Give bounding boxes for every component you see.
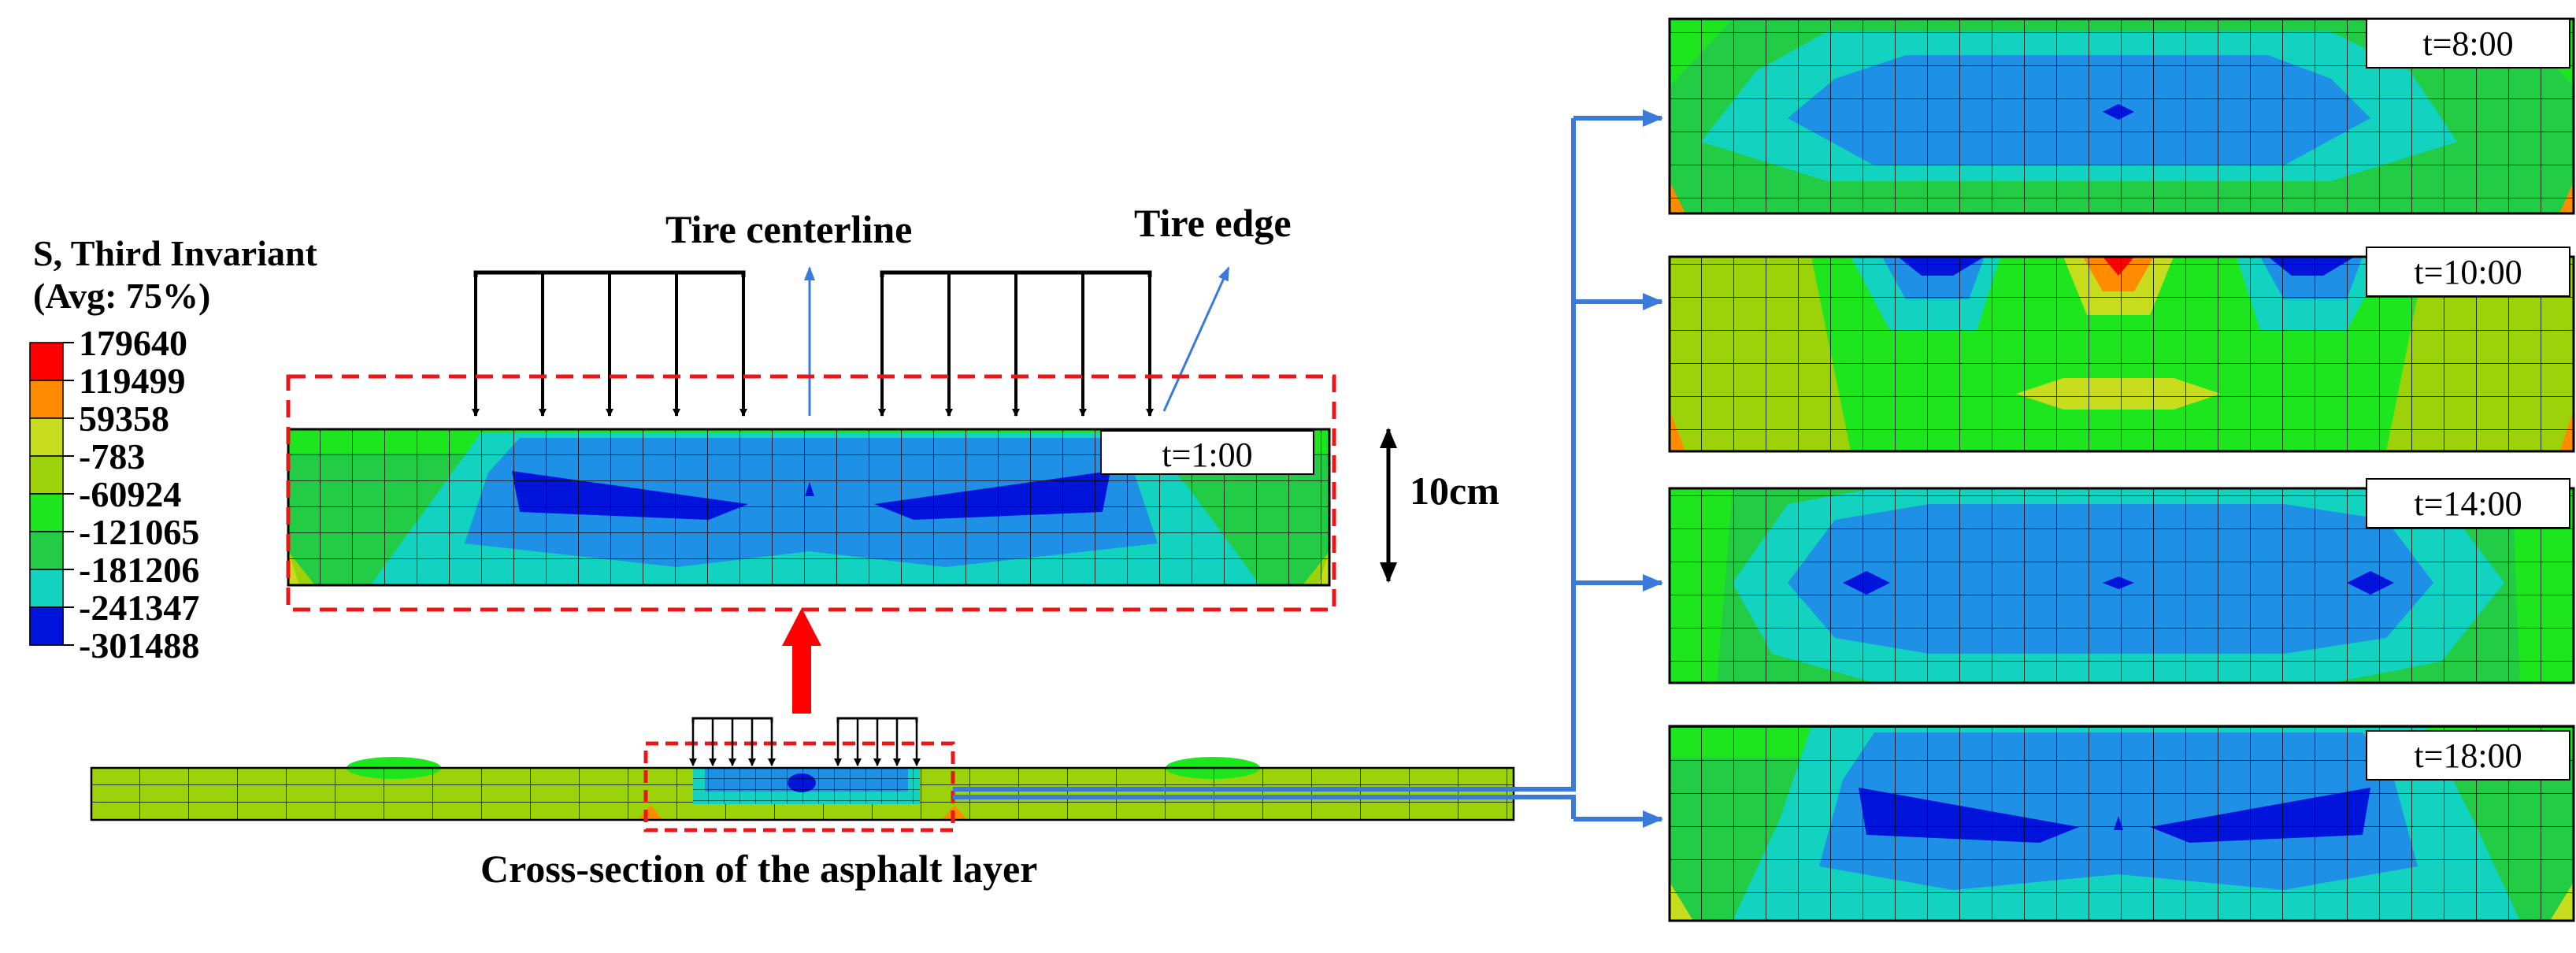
legend-swatch — [29, 455, 64, 495]
legend-title: S, Third Invariant — [33, 233, 318, 273]
contour-panel-t8: t=8:00 — [1668, 17, 2575, 215]
main-contour-panel: t=1:00 — [287, 428, 1331, 587]
legend-swatch — [29, 417, 64, 457]
connector-lines — [953, 109, 1663, 828]
legend-value: -241347 — [79, 588, 199, 628]
legend-swatch — [29, 569, 64, 608]
dimension-indicator: 10cm — [1380, 428, 1499, 583]
tire-load-arrows — [472, 270, 1154, 417]
contour-panel-t10: t=10:00 — [1668, 247, 2575, 453]
contour-legend: S, Third Invariant (Avg: 75%) 1796401194… — [29, 233, 318, 666]
legend-swatch — [29, 342, 64, 381]
time-label-t8: t=8:00 — [2422, 24, 2513, 63]
legend-value: 119499 — [79, 361, 185, 401]
legend-value: 179640 — [79, 323, 187, 363]
tire-edge-label: Tire edge — [1134, 201, 1292, 245]
legend-value: -60924 — [79, 474, 181, 514]
time-label-t10: t=10:00 — [2414, 253, 2522, 291]
tire-annotations: Tire centerline Tire edge — [665, 201, 1292, 416]
tire-centerline-label: Tire centerline — [665, 207, 912, 251]
contour-panel-t18: t=18:00 — [1668, 725, 2575, 922]
time-label-t14: t=14:00 — [2414, 484, 2522, 523]
legend-value: 59358 — [79, 399, 169, 439]
zoom-highlight-box — [286, 374, 1336, 612]
legend-value: -121065 — [79, 512, 199, 552]
dimension-label: 10cm — [1410, 469, 1499, 513]
legend-swatch — [29, 606, 64, 646]
legend-value: -181206 — [79, 550, 199, 590]
cross-section-caption: Cross-section of the asphalt layer — [480, 847, 1037, 891]
tire-edge-pointer — [1162, 266, 1230, 412]
legend-swatch — [29, 380, 64, 419]
legend-subtitle: (Avg: 75%) — [33, 276, 210, 316]
asphalt-cross-section: Cross-section of the asphalt layer — [90, 717, 1515, 891]
legend-swatch — [29, 493, 64, 532]
contour-panel-t14: t=14:00 — [1668, 478, 2575, 684]
time-label-t18: t=18:00 — [2414, 736, 2522, 775]
time-label-main: t=1:00 — [1162, 436, 1252, 474]
time-label-box — [1100, 430, 1314, 475]
legend-value: -783 — [79, 436, 145, 476]
legend-value: -301488 — [79, 625, 199, 666]
legend-scale: 17964011949959358-783-60924-121065-18120… — [29, 323, 199, 666]
legend-swatch — [29, 531, 64, 570]
zoom-up-arrow — [782, 608, 821, 714]
